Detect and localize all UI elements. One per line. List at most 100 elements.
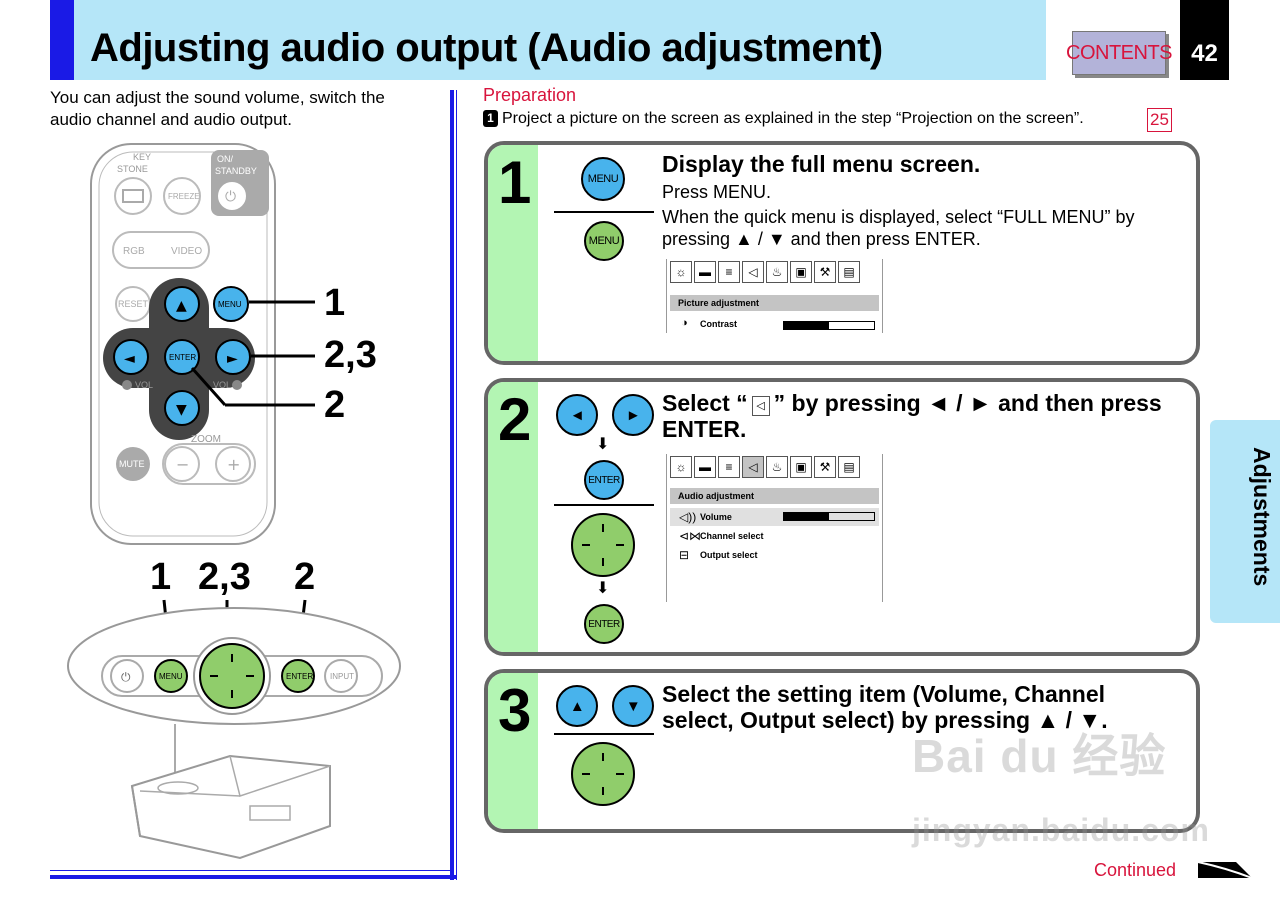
bottom-rule bbox=[50, 875, 457, 879]
panel-power-button[interactable] bbox=[110, 659, 144, 693]
svg-text:▼: ▼ bbox=[176, 402, 187, 418]
picture-icon: ☼ bbox=[670, 456, 692, 478]
header-band bbox=[74, 0, 1046, 80]
step-1-heading: Display the full menu screen. bbox=[662, 151, 981, 177]
step-2-left-button[interactable]: ◄ bbox=[556, 394, 598, 436]
left-button[interactable] bbox=[113, 339, 149, 375]
panel-menu-button[interactable] bbox=[154, 659, 188, 693]
output-select-item: Output select bbox=[700, 550, 758, 560]
image-icon: ▬ bbox=[694, 261, 716, 283]
panel-dpad[interactable] bbox=[199, 643, 265, 709]
power-button[interactable] bbox=[216, 180, 248, 212]
step-2-arrow-down-icon: ⬇ bbox=[596, 436, 610, 453]
step-2-menu-screenshot: ☼ ▬ ≡ ◁ ♨ ▣ ⚒ ▤ Audio adjustment ◁)) Vol… bbox=[666, 454, 883, 602]
volume-icon: ◁)) bbox=[679, 510, 697, 524]
step-2-menu-bar: Audio adjustment bbox=[670, 488, 879, 504]
panel-callout-2: 2 bbox=[294, 556, 316, 598]
step-1-line1: Press MENU. bbox=[662, 182, 772, 202]
tools-icon: ⚒ bbox=[814, 456, 836, 478]
step-2-panel-dpad[interactable] bbox=[570, 512, 636, 578]
step-2-panel-enter-button[interactable]: ENTER bbox=[584, 604, 624, 644]
freeze-button[interactable] bbox=[163, 177, 201, 215]
step-1-menu-item: Contrast bbox=[700, 319, 738, 329]
image-icon: ▬ bbox=[694, 456, 716, 478]
step-3-panel-dpad[interactable] bbox=[570, 741, 636, 807]
svg-text:ZOOM: ZOOM bbox=[191, 434, 221, 445]
projector-panel-illustration: ⏻ MENU ENTER INPUT bbox=[67, 599, 401, 860]
svg-text:VOL: VOL bbox=[213, 380, 231, 390]
step-2-separator bbox=[554, 504, 654, 506]
keystone-button[interactable] bbox=[114, 177, 152, 215]
continued-arrow-icon[interactable] bbox=[1196, 858, 1254, 882]
menu-icon-row: ☼ ▬ ≡ ◁ ♨ ▣ ⚒ ▤ bbox=[667, 454, 863, 480]
step-1-band bbox=[488, 145, 538, 361]
mute-button[interactable] bbox=[116, 447, 150, 481]
output-icon: ⊟ bbox=[679, 548, 690, 562]
continued-link[interactable]: Continued bbox=[1094, 860, 1177, 880]
page-number-box bbox=[1180, 0, 1229, 80]
step-1-panel: 1 MENU MENU Display the full menu screen… bbox=[484, 141, 1200, 365]
zoom-plus-button[interactable] bbox=[215, 446, 251, 482]
preparation-step-badge: 1 bbox=[483, 110, 498, 127]
page-reference-link[interactable]: 25 bbox=[1147, 108, 1172, 132]
svg-text:◄: ◄ bbox=[124, 351, 135, 367]
timer-icon: ♨ bbox=[766, 261, 788, 283]
channel-select-item: Channel select bbox=[700, 531, 764, 541]
step-1-menu-button[interactable]: MENU bbox=[581, 157, 625, 201]
timer-icon: ♨ bbox=[766, 456, 788, 478]
volume-slider bbox=[783, 512, 875, 521]
step-2-enter-button[interactable]: ENTER bbox=[584, 460, 624, 500]
menu-button[interactable] bbox=[213, 286, 249, 322]
step-2-right-button[interactable]: ► bbox=[612, 394, 654, 436]
svg-text:FREEZE: FREEZE bbox=[168, 192, 200, 201]
svg-text:MUTE: MUTE bbox=[119, 459, 145, 469]
down-button[interactable] bbox=[164, 390, 200, 426]
callout-step-2: 2 bbox=[324, 384, 346, 426]
header-accent-bar bbox=[50, 0, 74, 80]
on-standby-label: ON/ bbox=[217, 154, 234, 164]
step-2-panel: 2 ◄ ► ⬇ ENTER ⬇ ENTER Select “◁” by pres… bbox=[484, 378, 1200, 656]
up-button[interactable] bbox=[164, 286, 200, 322]
panel-callout-2-3: 2,3 bbox=[198, 556, 251, 598]
step-2-heading: Select “◁” by pressing ◄ / ► and then pr… bbox=[662, 390, 1162, 442]
callout-step-2-3: 2,3 bbox=[324, 334, 377, 376]
step-2-arrow-down-icon-2: ⬇ bbox=[596, 580, 610, 597]
baidu-watermark: Bai du 经验 bbox=[912, 730, 1167, 782]
svg-text:STONE: STONE bbox=[117, 164, 148, 174]
step-3-separator bbox=[554, 733, 654, 735]
intro-text: You can adjust the sound volume, switch … bbox=[50, 88, 385, 129]
keystone-label: KEY bbox=[133, 152, 151, 162]
tools-icon: ⚒ bbox=[814, 261, 836, 283]
display-icon: ▣ bbox=[790, 456, 812, 478]
contrast-slider bbox=[783, 321, 875, 330]
step-1-menu-screenshot: ☼ ▬ ≡ ◁ ♨ ▣ ⚒ ▤ Picture adjustment ◑ Con… bbox=[666, 259, 883, 333]
step-3-up-button[interactable]: ▲ bbox=[556, 685, 598, 727]
contents-button[interactable]: CONTENTS bbox=[1066, 31, 1173, 75]
svg-text:STANDBY: STANDBY bbox=[215, 166, 257, 176]
equalizer-icon: ≡ bbox=[718, 261, 740, 283]
adjustments-tab-label: Adjustments bbox=[1249, 447, 1275, 587]
step-3-number: 3 bbox=[498, 677, 532, 744]
panel-input-button[interactable] bbox=[324, 659, 358, 693]
panel-enter-button[interactable] bbox=[281, 659, 315, 693]
audio-icon: ◁ bbox=[742, 261, 764, 283]
rgb-button[interactable]: RGB bbox=[123, 246, 145, 257]
page-number: 42 bbox=[1191, 40, 1218, 67]
audio-icon: ◁ bbox=[751, 396, 770, 416]
step-3-down-button[interactable]: ▼ bbox=[612, 685, 654, 727]
right-button[interactable] bbox=[215, 339, 251, 375]
equalizer-icon: ≡ bbox=[718, 456, 740, 478]
zoom-minus-button[interactable] bbox=[164, 446, 200, 482]
adjustments-tab[interactable] bbox=[1210, 420, 1280, 623]
display-icon: ▣ bbox=[790, 261, 812, 283]
step-1-line2: When the quick menu is displayed, select… bbox=[662, 207, 1135, 249]
step-1-panel-menu-button[interactable]: MENU bbox=[584, 221, 624, 261]
column-divider-thin bbox=[456, 90, 457, 880]
video-button[interactable]: VIDEO bbox=[171, 246, 202, 257]
svg-text:RESET: RESET bbox=[118, 299, 149, 309]
enter-button[interactable] bbox=[164, 339, 200, 375]
preparation-title: Preparation bbox=[483, 85, 577, 105]
power-icon: ⏻ bbox=[225, 189, 236, 205]
baidu-watermark-url: jingyan.baidu.com bbox=[912, 812, 1210, 848]
